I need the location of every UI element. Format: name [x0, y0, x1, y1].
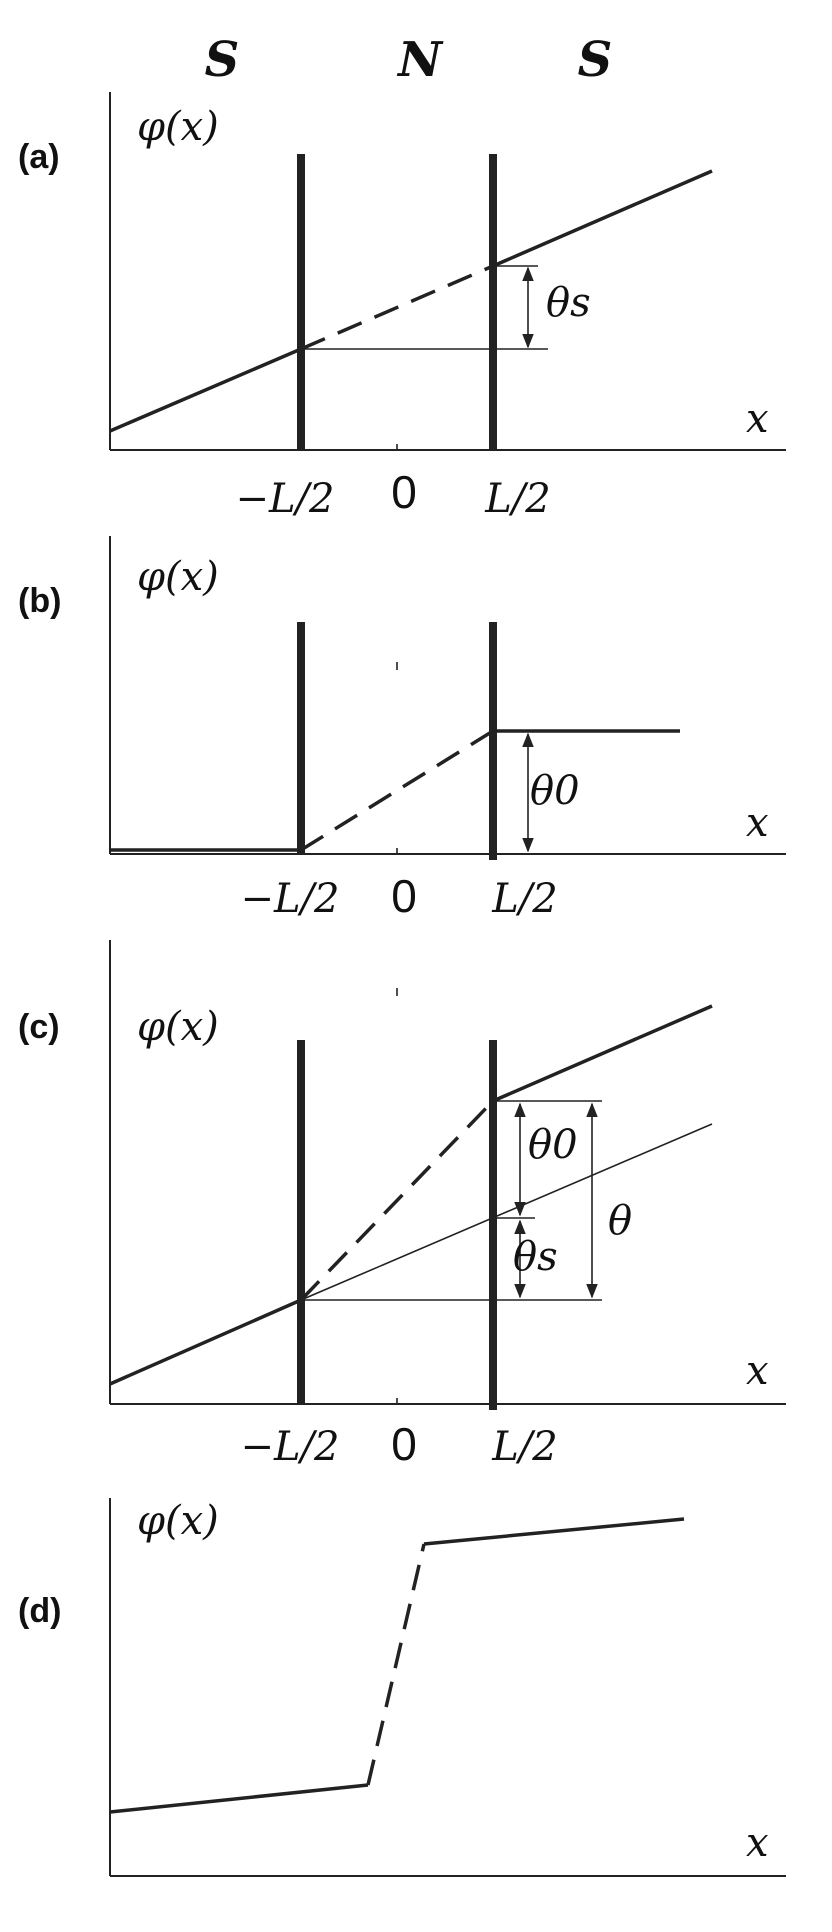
x-axis-label: x	[746, 800, 769, 846]
panel-letter: (c)	[18, 1008, 60, 1046]
y-axis-label: φ(x)	[137, 1498, 219, 1544]
tick-label-half-l: L/2	[484, 476, 551, 522]
region-label-left-superconductor: S	[205, 32, 240, 88]
panel-b: (b) φ(x) x θ0 −L/2 0 L/2	[18, 536, 786, 922]
panel-c: (c) φ(x) x θ0 θs θ −L/2 0 L/2	[18, 940, 786, 1470]
phase-curve-right	[423, 1517, 685, 1546]
theta-label: θ	[608, 1198, 632, 1244]
phase-curve-junction	[299, 1099, 495, 1302]
phase-curve-left	[109, 1298, 302, 1386]
theta-s-label: θs	[513, 1234, 558, 1280]
tick-label-half-l: L/2	[491, 876, 558, 922]
panel-letter: (d)	[18, 1592, 61, 1630]
tick-label-minus-half-l: −L/2	[235, 476, 334, 522]
region-label-right-superconductor: S	[578, 32, 613, 88]
phase-curve-right	[492, 169, 713, 268]
tick-label-minus-half-l: −L/2	[240, 1424, 339, 1470]
x-axis-label: x	[746, 1820, 769, 1866]
theta-0-label: θ0	[528, 1122, 578, 1168]
y-axis-label: φ(x)	[137, 1004, 219, 1050]
tick-label-half-l: L/2	[491, 1424, 558, 1470]
extrapolated-slope-line	[300, 1123, 713, 1301]
panel-letter: (a)	[18, 138, 60, 176]
theta-s-label: θs	[546, 280, 591, 326]
panel-d: (d) φ(x) x	[18, 1498, 786, 1877]
phase-curve-junction	[300, 729, 494, 852]
tick-label-minus-half-l: −L/2	[240, 876, 339, 922]
region-label-normal: N	[396, 32, 444, 88]
tick-label-zero: 0	[391, 870, 417, 922]
phase-curve-left	[109, 1783, 369, 1814]
panel-letter: (b)	[18, 582, 61, 620]
x-axis-label: x	[746, 1348, 769, 1394]
panel-a: (a) φ(x) x θs −L/2 0 L/2	[18, 92, 786, 522]
y-axis-label: φ(x)	[137, 554, 219, 600]
tick-label-zero: 0	[391, 466, 417, 518]
phase-curve-junction	[300, 264, 494, 351]
phase-curve-left	[109, 347, 302, 433]
phase-curve-junction	[366, 1543, 426, 1786]
tick-label-zero: 0	[391, 1418, 417, 1470]
y-axis-label: φ(x)	[137, 104, 219, 150]
x-axis-label: x	[746, 396, 769, 442]
theta-0-label: θ0	[530, 768, 580, 814]
phase-curve-right	[492, 1004, 713, 1103]
